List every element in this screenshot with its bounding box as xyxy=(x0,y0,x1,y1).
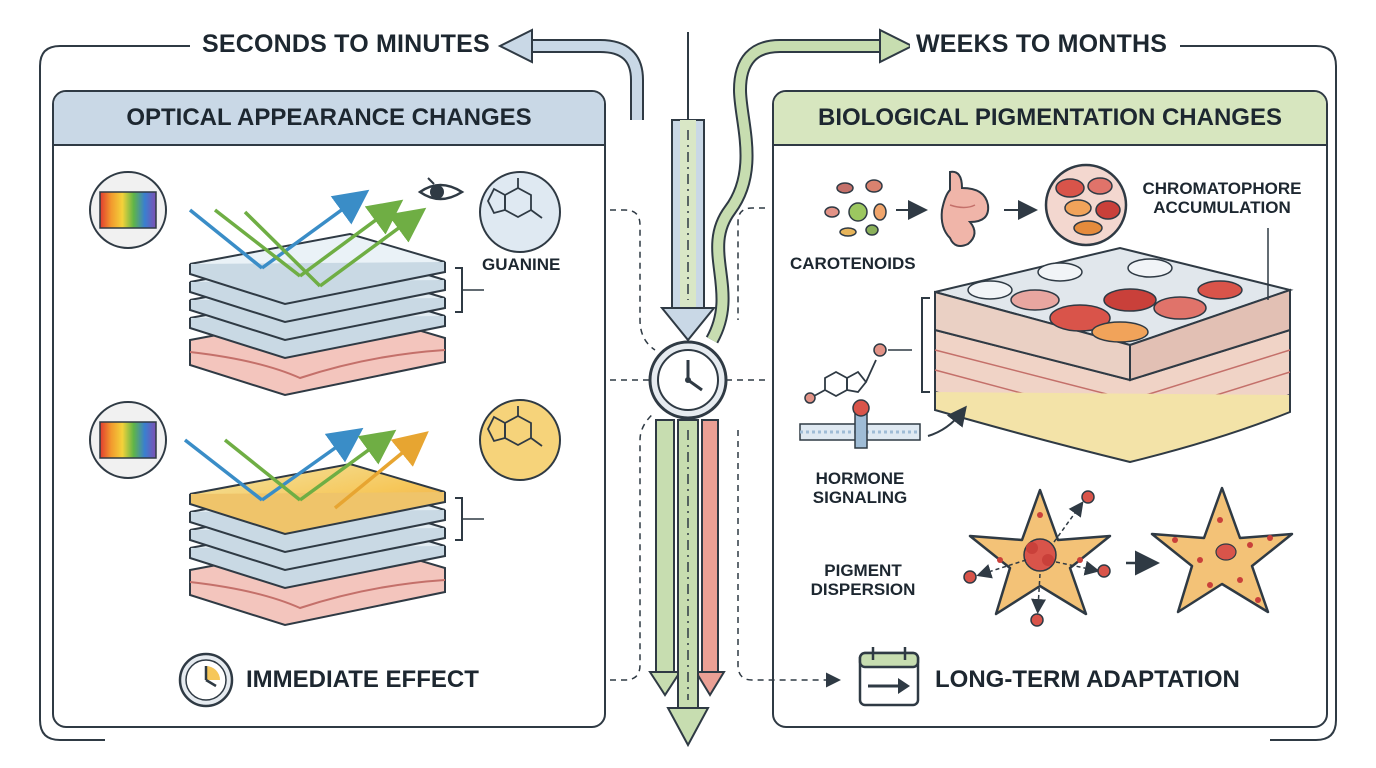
left-panel: OPTICAL APPEARANCE CHANGES xyxy=(52,90,606,728)
chromatophore-star-icon xyxy=(963,488,1112,627)
left-outer-frame xyxy=(39,45,190,741)
clock-icon xyxy=(178,652,234,708)
receptor-icon xyxy=(799,399,921,449)
immediate-effect-label: IMMEDIATE EFFECT xyxy=(246,666,479,693)
right-outer-frame xyxy=(1180,45,1337,741)
microbe-icon xyxy=(824,179,887,237)
chromatophore-label-line2: ACCUMULATION xyxy=(1153,197,1291,217)
left-panel-title: OPTICAL APPEARANCE CHANGES xyxy=(54,92,604,146)
long-term-adaptation-label: LONG-TERM ADAPTATION xyxy=(935,666,1240,693)
chromatophore-accumulation-label: CHROMATOPHORE ACCUMULATION xyxy=(1137,179,1307,217)
right-panel: BIOLOGICAL PIGMENTATION CHANGES xyxy=(772,90,1328,728)
hormone-label-line2: SIGNALING xyxy=(812,487,908,507)
guanine-crystal-stack-bottom xyxy=(189,462,446,627)
cell-cluster-icon xyxy=(1044,163,1128,247)
guanine-label: GUANINE xyxy=(482,255,561,274)
hormone-molecule-icon xyxy=(804,343,912,404)
guanine-crystal-stack-top xyxy=(189,232,446,397)
skin-tissue-block xyxy=(934,246,1294,464)
rainbow-swatch-icon xyxy=(89,401,167,479)
timeline-right-label: WEEKS TO MONTHS xyxy=(910,30,1174,59)
pigment-label-line2: DISPERSION xyxy=(810,579,916,599)
right-panel-title: BIOLOGICAL PIGMENTATION CHANGES xyxy=(774,92,1326,146)
chromatophore-label-line1: CHROMATOPHORE xyxy=(1142,179,1302,198)
pigment-dispersion-label: PIGMENT DISPERSION xyxy=(800,561,926,599)
timeline-left-label: SECONDS TO MINUTES xyxy=(196,30,496,59)
hormone-label-line1: HORMONE xyxy=(815,469,905,488)
hormone-signaling-label: HORMONE SIGNALING xyxy=(800,469,920,507)
central-clock-icon xyxy=(648,340,728,420)
eye-icon xyxy=(417,177,465,201)
rainbow-swatch-icon xyxy=(89,171,167,249)
guanine-molecule-icon xyxy=(479,399,561,481)
guanine-molecule-icon xyxy=(479,171,561,253)
stomach-icon xyxy=(940,170,990,247)
pigment-label-line1: PIGMENT xyxy=(824,561,902,580)
chromatophore-star-icon xyxy=(1150,486,1294,614)
carotenoids-label: CAROTENOIDS xyxy=(790,254,916,273)
calendar-icon xyxy=(858,647,920,707)
